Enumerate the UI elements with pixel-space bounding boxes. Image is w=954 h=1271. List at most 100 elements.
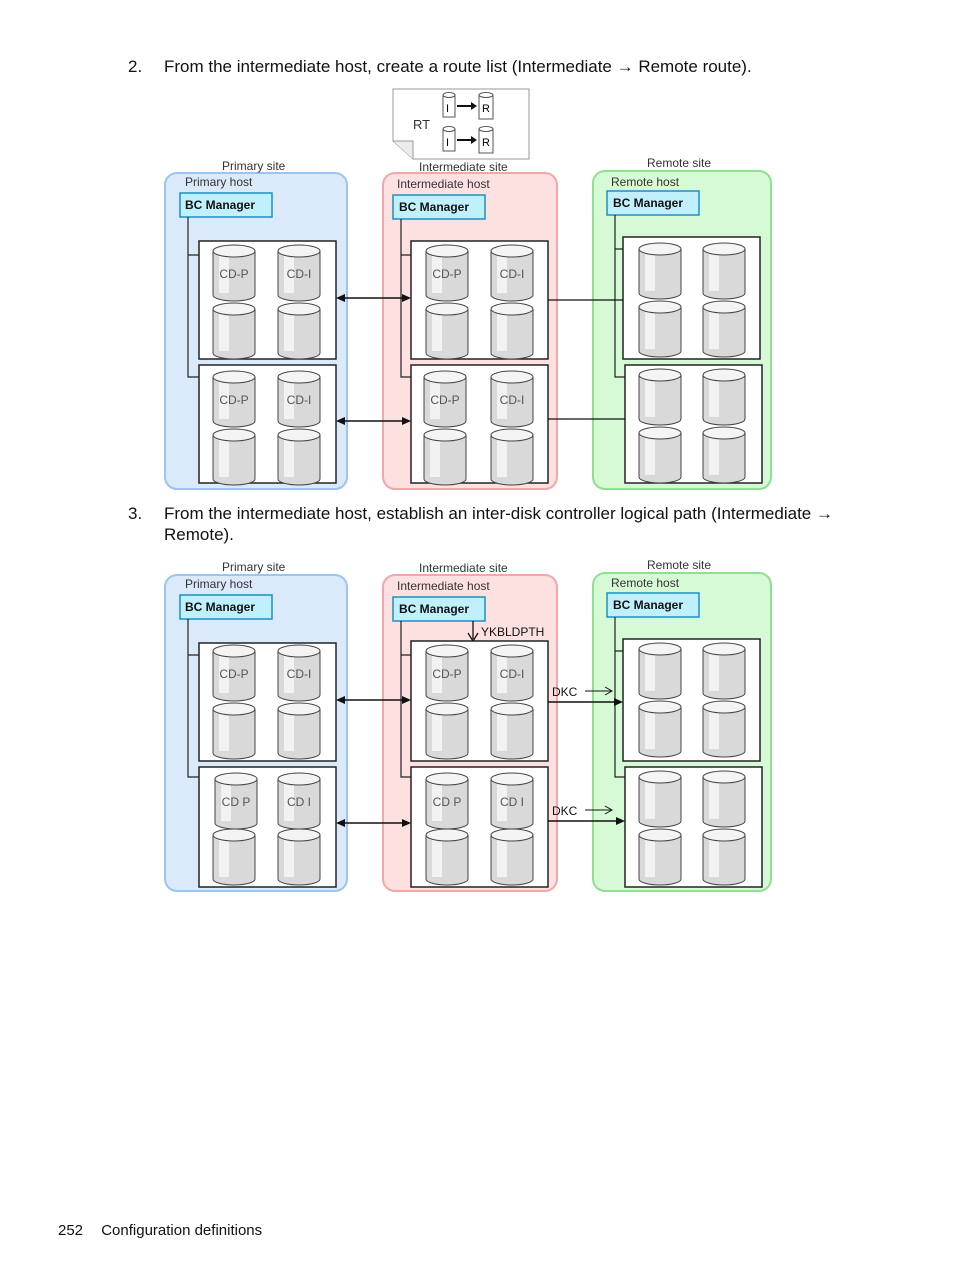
volume-cylinder: CD-P (425, 244, 469, 302)
dkc-label: DKC (552, 804, 578, 818)
volume-cylinder (638, 700, 682, 758)
volume-cylinder (702, 828, 746, 886)
volume-label: CD I (287, 795, 311, 809)
volume-cylinder (425, 828, 469, 886)
volume-label: CD-P (219, 667, 248, 681)
bidirectional-arrow (336, 819, 411, 827)
volume-label: CD P (433, 795, 462, 809)
volume-cylinder (638, 300, 682, 358)
route-table-label: RT (413, 117, 430, 132)
volume-label: CD-I (287, 393, 312, 407)
volume-label: CD-P (432, 267, 461, 281)
volume-label: CD-P (430, 393, 459, 407)
volume-cylinder (277, 828, 321, 886)
bc-manager-box: BC Manager (606, 190, 700, 216)
step-text: From the intermediate host, establish an… (164, 504, 833, 544)
volume-cylinder (638, 242, 682, 300)
volume-cylinder (212, 428, 256, 486)
volume-cylinder (702, 300, 746, 358)
volume-cylinder (638, 642, 682, 700)
primary-host-label: Primary host (185, 175, 253, 189)
volume-cylinder (423, 428, 467, 486)
volume-cylinder (490, 302, 534, 360)
volume-cylinder: CD-I (490, 244, 534, 302)
bc-manager-label: BC Manager (185, 198, 255, 212)
volume-label: CD-I (500, 267, 525, 281)
volume-cylinder (638, 828, 682, 886)
volume-cylinder (702, 770, 746, 828)
volume-cylinder: CD-I (490, 644, 534, 702)
remote-site-label: Remote site (647, 156, 711, 170)
volume-cylinder: CD I (490, 772, 534, 830)
volume-label: CD-I (287, 267, 312, 281)
step-text: From the intermediate host, create a rou… (164, 57, 752, 76)
dkc-label: DKC (552, 685, 578, 699)
remote-host-label: Remote host (611, 175, 680, 189)
volume-cylinder (638, 770, 682, 828)
step-number: 2. (128, 57, 143, 76)
volume-cylinder: CD P (425, 772, 469, 830)
route-to-label: R (482, 103, 490, 115)
volume-cylinder: CD-P (212, 370, 256, 428)
volume-cylinder (212, 702, 256, 760)
volume-cylinder: CD-I (490, 370, 534, 428)
volume-label: CD I (500, 795, 524, 809)
volume-cylinder (702, 368, 746, 426)
volume-label: CD-P (219, 393, 248, 407)
step-number: 3. (128, 504, 143, 523)
route-from-label: I (446, 103, 449, 115)
volume-cylinder: CD-I (277, 644, 321, 702)
page-footer: 252 Configuration definitions (58, 1222, 262, 1239)
primary-site-label: Primary site (222, 560, 286, 574)
bc-manager-box: BC Manager (179, 192, 273, 218)
volume-cylinder: CD-P (423, 370, 467, 428)
bc-manager-box: BC Manager (392, 194, 486, 220)
volume-cylinder (425, 702, 469, 760)
volume-cylinder: CD P (214, 772, 258, 830)
volume-label: CD P (222, 795, 251, 809)
volume-cylinder: CD-I (277, 244, 321, 302)
volume-cylinder (490, 828, 534, 886)
intermediate-host-label: Intermediate host (397, 579, 490, 593)
bc-manager-label: BC Manager (185, 600, 255, 614)
volume-cylinder (425, 302, 469, 360)
intermediate-host-label: Intermediate host (397, 177, 490, 191)
remote-host-label: Remote host (611, 576, 680, 590)
bc-manager-label: BC Manager (399, 602, 469, 616)
route-to-label: R (482, 137, 490, 149)
volume-cylinder (277, 302, 321, 360)
volume-cylinder (702, 242, 746, 300)
route-list-diagram: RT I R I R Primary site Intermediate sit… (164, 88, 772, 490)
volume-cylinder: CD I (277, 772, 321, 830)
volume-cylinder: CD-P (212, 244, 256, 302)
logical-path-diagram: Primary site Intermediate site Remote si… (164, 558, 772, 892)
volume-label: CD-I (500, 393, 525, 407)
bc-manager-box: BC Manager (606, 592, 700, 618)
bidirectional-arrow (336, 294, 411, 302)
dkc-path: DKC (548, 804, 625, 825)
volume-cylinder (212, 302, 256, 360)
bc-manager-label: BC Manager (613, 196, 683, 210)
intermediate-site-label: Intermediate site (419, 561, 508, 575)
volume-cylinder (277, 702, 321, 760)
primary-host-label: Primary host (185, 577, 253, 591)
volume-cylinder (702, 700, 746, 758)
command-label: YKBLDPTH (481, 625, 544, 639)
route-row: I R (442, 126, 494, 154)
section-title: Configuration definitions (101, 1222, 263, 1239)
bc-manager-box: BC Manager (179, 594, 273, 620)
volume-label: CD-P (219, 267, 248, 281)
volume-label: CD-P (432, 667, 461, 681)
volume-cylinder (212, 828, 256, 886)
bc-manager-box: BC Manager (392, 596, 486, 622)
primary-site-label: Primary site (222, 159, 286, 173)
volume-cylinder (638, 368, 682, 426)
volume-cylinder: CD-P (212, 644, 256, 702)
route-from-label: I (446, 137, 449, 149)
page-number: 252 (58, 1222, 84, 1239)
volume-cylinder (638, 426, 682, 484)
bc-manager-label: BC Manager (399, 200, 469, 214)
volume-cylinder (490, 702, 534, 760)
intermediate-site-label: Intermediate site (419, 160, 508, 174)
volume-cylinder (702, 642, 746, 700)
